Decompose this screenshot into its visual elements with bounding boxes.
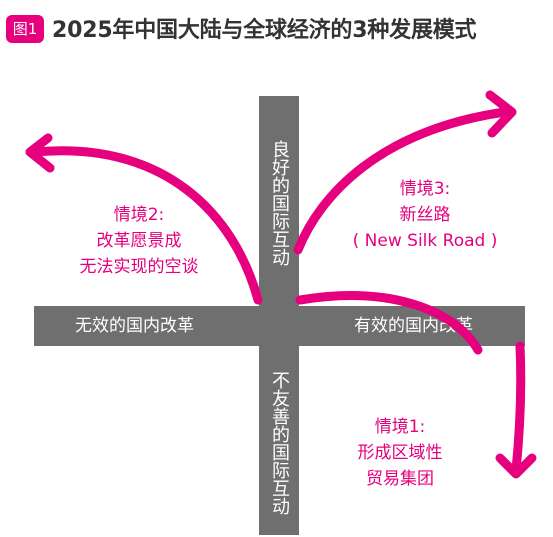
scenario-1-line-3: 贸易集团 <box>366 469 434 489</box>
axis-label-left: 无效的国内改革 <box>75 316 194 336</box>
scenario-2-line-3: 无法实现的空谈 <box>79 257 199 277</box>
arrowhead-scenario-2 <box>25 133 55 173</box>
figure-title: 2025年中国大陆与全球经济的3种发展模式 <box>52 18 477 43</box>
arrow-scenario-2 <box>30 146 263 305</box>
scenario-3-line-2: 新丝路 <box>399 205 451 225</box>
arrow-scenario-3 <box>293 107 510 255</box>
arrow-scenario-1 <box>295 291 483 355</box>
scenario-2-line-2: 改革愿景成 <box>96 231 182 251</box>
axis-label-top: 良好的国际互动 <box>269 139 290 266</box>
scenario-1-line-1: 情境1: <box>374 417 426 437</box>
scenario-3-line-1: 情境3: <box>399 179 451 199</box>
arrowhead-scenario-3 <box>485 90 517 138</box>
scenario-3-label: 情境3: 新丝路 ( New Silk Road ) <box>320 176 530 254</box>
scenario-3-line-3: ( New Silk Road ) <box>352 231 498 251</box>
scenario-1-label: 情境1: 形成区域性 贸易集团 <box>320 414 480 492</box>
scenario-2-label: 情境2: 改革愿景成 无法实现的空谈 <box>44 202 234 280</box>
scenario-2-line-1: 情境2: <box>113 205 165 225</box>
axis-label-bottom: 不友善的国际互动 <box>269 370 290 515</box>
scenario-1-line-2: 形成区域性 <box>357 443 443 463</box>
arrow-scenario-1-lower <box>511 341 526 475</box>
figure-badge: 图1 <box>6 15 44 43</box>
arrowhead-scenario-1 <box>495 453 537 479</box>
